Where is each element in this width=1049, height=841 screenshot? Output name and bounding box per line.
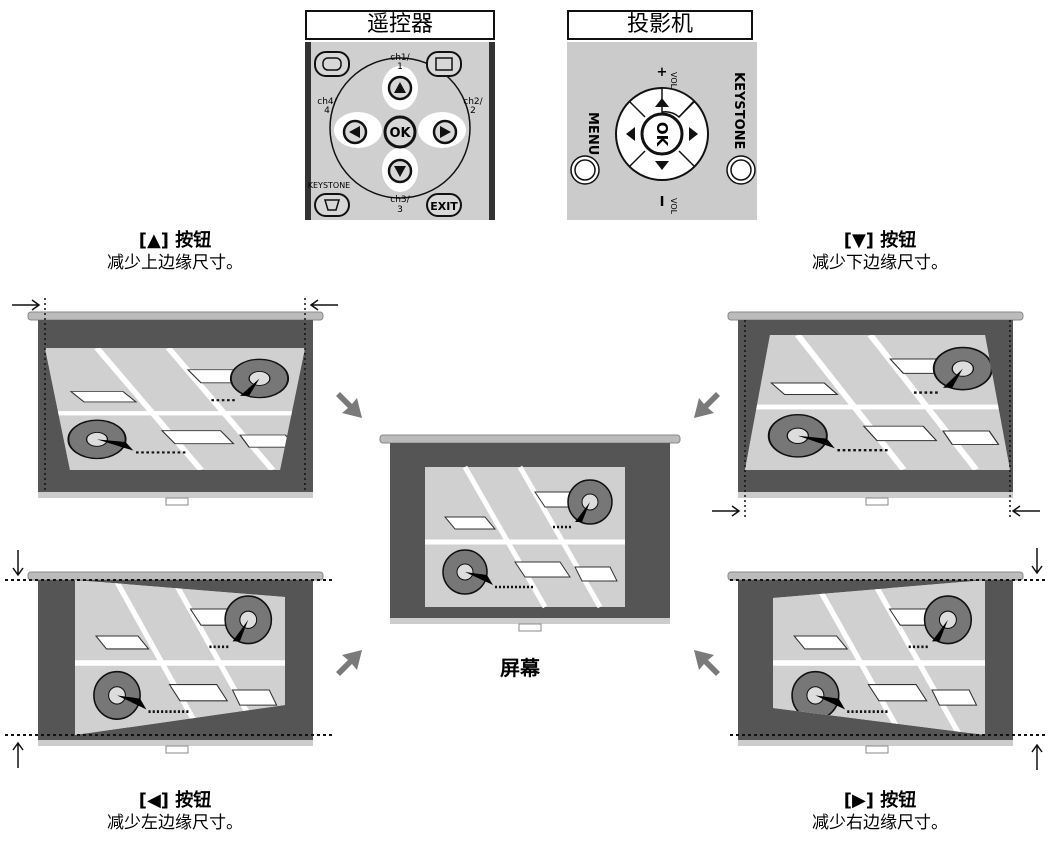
svg-text:I: I (660, 195, 665, 210)
caption-right-title: [▶] 按钮 (843, 790, 917, 811)
svg-text:1: 1 (397, 62, 403, 72)
svg-text:VOL: VOL (669, 72, 678, 89)
projector-header: 投影机 (567, 10, 753, 40)
caption-left-desc: 减少左边缘尺寸。 (107, 813, 243, 833)
caption-right: [▶] 按钮 减少右边缘尺寸。 (775, 790, 985, 834)
svg-text:4: 4 (324, 106, 330, 116)
remote-header: 遥控器 (305, 10, 495, 40)
caption-right-desc: 减少右边缘尺寸。 (812, 813, 948, 833)
caption-up-title: [▲] 按钮 (138, 230, 212, 251)
caption-down-desc: 减少下边缘尺寸。 (812, 253, 948, 273)
svg-text:ch4/: ch4/ (317, 97, 337, 107)
svg-text:KEYSTONE: KEYSTONE (308, 181, 351, 190)
screen-up (12, 298, 338, 506)
screen-down (712, 311, 1040, 518)
svg-text:KEYSTONE: KEYSTONE (731, 72, 746, 149)
svg-text:2: 2 (470, 106, 476, 116)
center-screen-label: 屏幕 (500, 656, 540, 680)
caption-down: [▼] 按钮 减少下边缘尺寸。 (775, 230, 985, 274)
caption-left: [◀] 按钮 减少左边缘尺寸。 (70, 790, 280, 834)
arrow-bottom-left (336, 650, 362, 676)
caption-up: [▲] 按钮 减少上边缘尺寸。 (70, 230, 280, 274)
caption-up-desc: 减少上边缘尺寸。 (107, 253, 243, 273)
center-screen (379, 434, 681, 632)
svg-text:VOL: VOL (669, 198, 678, 215)
svg-text:EXIT: EXIT (430, 200, 458, 213)
svg-text:OK: OK (389, 126, 411, 141)
svg-text:3: 3 (397, 205, 403, 215)
arrow-bottom-right (694, 650, 720, 676)
arrow-top-right (694, 392, 720, 418)
svg-text:+: + (657, 65, 668, 80)
caption-left-title: [◀] 按钮 (138, 790, 212, 811)
screen-left (5, 550, 335, 768)
svg-text:ch1/: ch1/ (390, 53, 410, 63)
screen-right (727, 548, 1045, 770)
svg-text:ch3/: ch3/ (390, 195, 410, 205)
projector-panel: OK + VOL I VOL MENU KEYSTONE (567, 42, 757, 220)
arrow-top-left (336, 392, 362, 418)
remote-panel: OK ch1/ 1 ch4/ 4 ch2/ 2 ch3/ 3 KEYSTONE … (305, 42, 495, 220)
caption-down-title: [▼] 按钮 (843, 230, 917, 251)
svg-text:ch2/: ch2/ (463, 97, 483, 107)
svg-text:OK: OK (653, 122, 671, 148)
svg-text:MENU: MENU (585, 112, 600, 155)
